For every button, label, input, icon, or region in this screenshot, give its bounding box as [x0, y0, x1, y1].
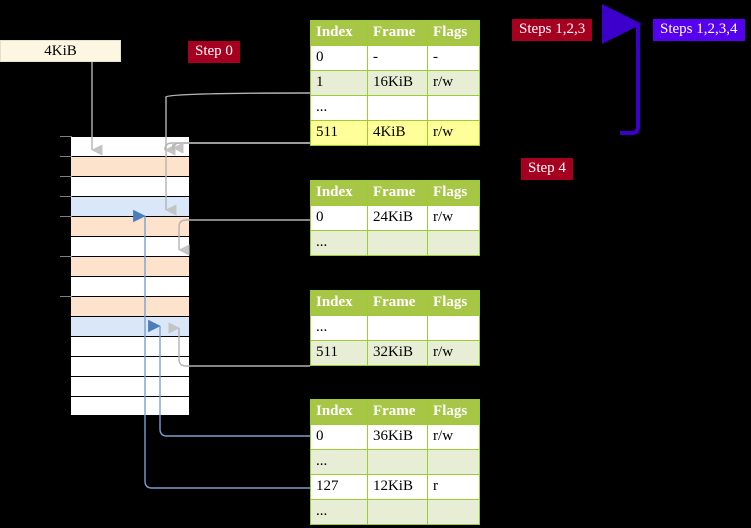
table-cell: r/w	[427, 70, 480, 96]
memory-tick	[60, 156, 72, 157]
memory-row	[71, 257, 189, 277]
column-header-frame: Frame	[366, 180, 429, 206]
table-cell: r/w	[427, 205, 480, 231]
steps-123-badge: Steps 1,2,3	[512, 19, 593, 41]
table-cell	[366, 499, 429, 525]
four-kib-label: 4KiB	[44, 43, 77, 59]
table-cell	[427, 499, 480, 525]
table-cell: r	[427, 474, 480, 500]
table-row: ...	[310, 315, 480, 341]
table-cell	[427, 230, 480, 256]
step-4-badge: Step 4	[521, 158, 573, 180]
table-cell	[366, 230, 429, 256]
column-header-frame: Frame	[366, 20, 429, 46]
table-cell: ...	[310, 230, 368, 256]
connector-purple-bracket	[602, 4, 642, 135]
connector-table2-to-memory	[168, 322, 310, 367]
column-header-flags: Flags	[427, 20, 480, 46]
memory-row	[71, 397, 189, 415]
memory-tick	[60, 216, 72, 217]
column-header-flags: Flags	[427, 290, 480, 316]
memory-tick	[60, 256, 72, 257]
table-cell	[427, 95, 480, 121]
column-header-frame: Frame	[366, 290, 429, 316]
table-cell	[427, 449, 480, 475]
table-cell: 0	[310, 424, 368, 450]
memory-tick	[60, 296, 72, 297]
four-kib-box: 4KiB	[0, 40, 121, 62]
memory-row	[71, 297, 189, 317]
step-0-badge: Step 0	[188, 41, 240, 63]
memory-row	[71, 157, 189, 177]
table-row: ...	[310, 499, 480, 525]
table-cell: -	[427, 45, 480, 71]
table-cell	[427, 315, 480, 341]
memory-row	[71, 137, 189, 157]
column-header-index: Index	[310, 399, 368, 425]
table-cell: 0	[310, 205, 368, 231]
table-row: ...	[310, 449, 480, 475]
table-cell: r/w	[427, 424, 480, 450]
table-cell: 16KiB	[366, 70, 429, 96]
table-cell: r/w	[427, 340, 480, 366]
memory-tick	[60, 176, 72, 177]
memory-column	[70, 136, 190, 416]
table-cell: 24KiB	[366, 205, 429, 231]
column-header-index: Index	[310, 20, 368, 46]
connector-table0-to-memory-row1	[172, 142, 310, 154]
memory-row	[71, 277, 189, 297]
table-cell: ...	[310, 499, 368, 525]
table-row: 0--	[310, 45, 480, 71]
column-header-flags: Flags	[427, 180, 480, 206]
table-cell	[366, 449, 429, 475]
memory-tick	[60, 196, 72, 197]
column-header-index: Index	[310, 180, 368, 206]
table-cell: 32KiB	[366, 340, 429, 366]
table-cell: 1	[310, 70, 368, 96]
table-cell: 0	[310, 45, 368, 71]
table-cell: 36KiB	[366, 424, 429, 450]
column-header-flags: Flags	[427, 399, 480, 425]
table-cell: 511	[310, 340, 368, 366]
table-cell: r/w	[427, 120, 480, 146]
memory-row	[71, 317, 189, 337]
memory-row	[71, 337, 189, 357]
table-cell	[366, 315, 429, 341]
steps-1234-badge: Steps 1,2,3,4	[653, 19, 745, 41]
table-cell: 4KiB	[366, 120, 429, 146]
column-header-index: Index	[310, 290, 368, 316]
table-cell: -	[366, 45, 429, 71]
connector-table1-to-memory	[178, 219, 310, 256]
memory-row	[71, 357, 189, 377]
table-cell: ...	[310, 315, 368, 341]
table-row: ...	[310, 230, 480, 256]
table-cell: ...	[310, 95, 368, 121]
table-cell	[366, 95, 429, 121]
memory-row	[71, 177, 189, 197]
memory-row	[71, 377, 189, 397]
memory-tick	[60, 136, 72, 137]
table-cell: ...	[310, 449, 368, 475]
table-cell: 511	[310, 120, 368, 146]
column-header-frame: Frame	[366, 399, 429, 425]
table-cell: 12KiB	[366, 474, 429, 500]
memory-row	[71, 197, 189, 217]
memory-row	[71, 217, 189, 237]
table-cell: 127	[310, 474, 368, 500]
memory-row	[71, 237, 189, 257]
table-row: ...	[310, 95, 480, 121]
